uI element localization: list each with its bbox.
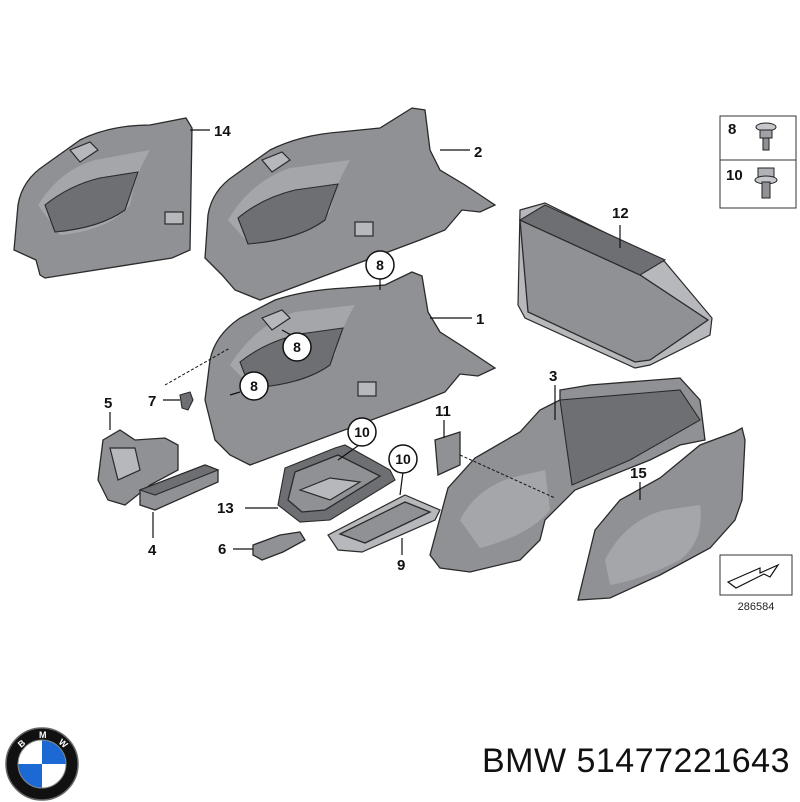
callout-3: 3 [549, 368, 557, 385]
legend-item-10: 10 [726, 167, 778, 199]
svg-text:10: 10 [395, 451, 411, 467]
svg-text:10: 10 [354, 424, 370, 440]
legend-item-8: 8 [728, 121, 777, 151]
part-7-screw [179, 391, 194, 411]
fastener-legend-box: 8 10 [719, 115, 797, 209]
part-5-bracket [97, 429, 179, 506]
nut-icon [754, 167, 778, 199]
part-9-tray [327, 494, 441, 553]
callout-15: 15 [630, 465, 647, 482]
circled-callout-10-right: 10 [388, 444, 418, 474]
callout-7: 7 [148, 393, 156, 410]
part-3-floor-panel [429, 377, 706, 573]
leader-lines [109, 129, 641, 555]
svg-text:8: 8 [250, 378, 258, 394]
callout-14: 14 [214, 123, 231, 140]
direction-arrow-icon [726, 563, 780, 589]
svg-text:B: B [16, 737, 28, 749]
part-number-caption: BMW 51477221643 [481, 742, 790, 780]
callout-5: 5 [104, 395, 112, 412]
circled-callout-10-left: 10 [347, 417, 377, 447]
part-13-frame [277, 444, 396, 523]
part-11-plate [434, 431, 461, 476]
part-4-strip [138, 464, 220, 511]
svg-text:8: 8 [728, 121, 736, 138]
callout-9: 9 [397, 557, 405, 574]
callout-2: 2 [474, 144, 482, 161]
svg-text:8: 8 [376, 257, 384, 273]
callout-13: 13 [217, 500, 234, 517]
svg-text:8: 8 [293, 339, 301, 355]
bmw-logo: B M W [5, 727, 79, 801]
part-12-box-panel [517, 202, 713, 369]
part-15-panel [577, 427, 746, 601]
part-6-clip [252, 531, 306, 561]
callout-11: 11 [435, 403, 451, 420]
callout-labels: 14 2 12 1 3 5 7 11 13 4 6 9 15 [104, 123, 647, 574]
svg-text:10: 10 [726, 167, 743, 184]
push-clip-icon [755, 122, 777, 151]
callout-6: 6 [218, 541, 226, 558]
orientation-reference-box: 286584 [719, 554, 793, 613]
circled-callout-8-lower: 8 [239, 371, 269, 401]
reference-number: 286584 [738, 601, 775, 613]
circled-callout-8-middle: 8 [282, 332, 312, 362]
callout-1: 1 [476, 311, 484, 328]
part-2-trim-panel [204, 107, 497, 301]
callout-4: 4 [148, 542, 157, 559]
circled-callout-8-top: 8 [365, 250, 395, 280]
svg-text:M: M [39, 730, 47, 740]
callout-12: 12 [612, 205, 629, 222]
circled-callouts: 8 8 8 10 10 [239, 250, 418, 474]
part-14-trim-panel [13, 117, 193, 279]
